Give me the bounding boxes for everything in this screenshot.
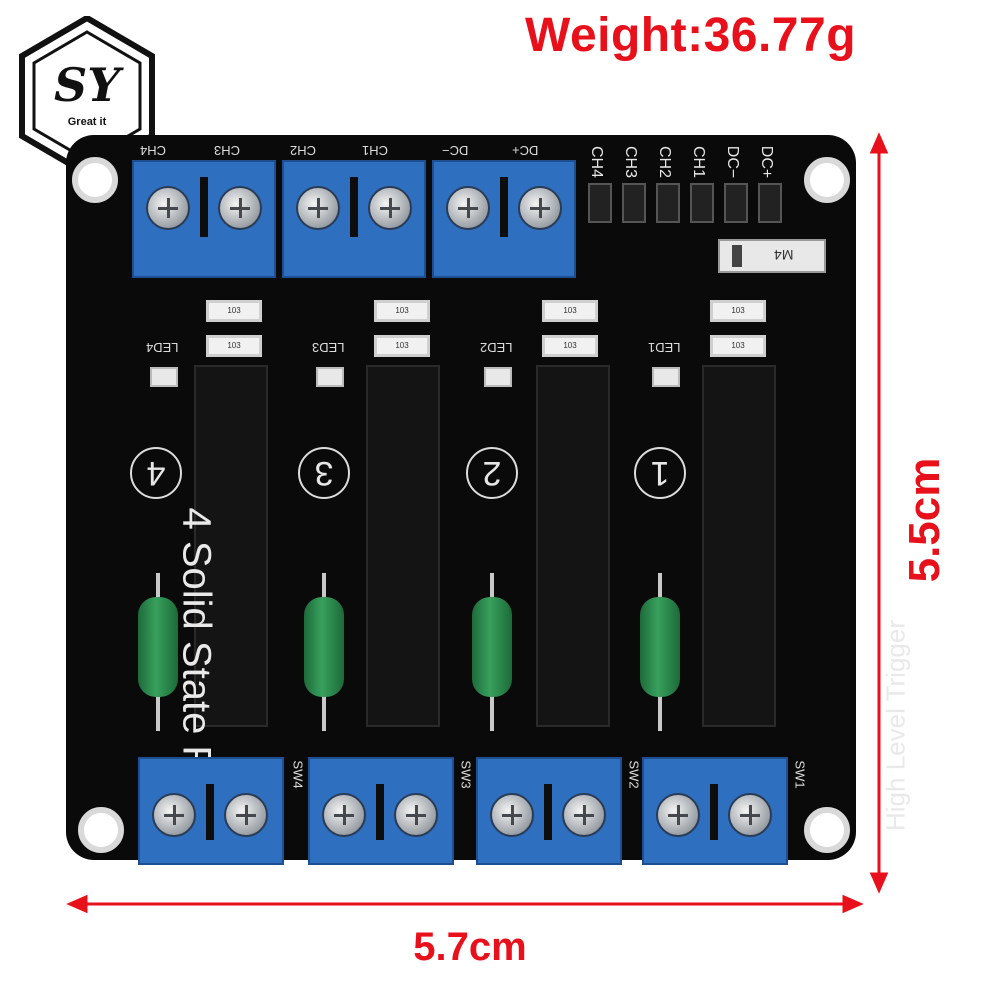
terminal-label: CH2 [290, 143, 317, 158]
terminal-block-top-2 [282, 160, 426, 278]
width-dimension-label: 5.7cm [413, 925, 527, 969]
screw-icon [394, 793, 438, 837]
screw-icon [152, 793, 196, 837]
led-indicator [652, 367, 680, 387]
terminal-label: CH1 [362, 143, 389, 158]
terminal-label: DC− [442, 143, 469, 158]
smd-resistor: 103 [710, 335, 766, 357]
terminal-divider [710, 784, 718, 840]
led-label: LED1 [648, 340, 681, 355]
screw-icon [518, 186, 562, 230]
channel-number: 4 [130, 447, 182, 499]
header-label: CH4 [588, 145, 606, 179]
resistor-green [472, 597, 512, 697]
switch-label: SW4 [290, 760, 306, 789]
header-pin [622, 183, 646, 223]
mounting-hole [804, 157, 850, 203]
solid-state-relay-4 [194, 365, 268, 727]
diode-band [732, 245, 742, 267]
header-label: DC− [724, 145, 742, 179]
header-pin [758, 183, 782, 223]
solid-state-relay-3 [366, 365, 440, 727]
terminal-block-bottom-1 [642, 757, 788, 865]
solid-state-relay-1 [702, 365, 776, 727]
diode: M4 [718, 239, 826, 273]
terminal-label: CH4 [140, 143, 167, 158]
terminal-block-bottom-4 [138, 757, 284, 865]
header-pin [724, 183, 748, 223]
screw-icon [656, 793, 700, 837]
mounting-hole [78, 807, 124, 853]
header-pin [656, 183, 680, 223]
screw-icon [490, 793, 534, 837]
smd-resistor: 103 [374, 335, 430, 357]
terminal-divider [376, 784, 384, 840]
screw-icon [224, 793, 268, 837]
terminal-block-bottom-2 [476, 757, 622, 865]
screw-icon [296, 186, 340, 230]
header-label: CH2 [656, 145, 674, 179]
terminal-block-top-3 [432, 160, 576, 278]
switch-label: SW1 [792, 760, 808, 789]
terminal-block-bottom-3 [308, 757, 454, 865]
led-indicator [150, 367, 178, 387]
header-label: CH3 [622, 145, 640, 179]
led-indicator [316, 367, 344, 387]
screw-icon [728, 793, 772, 837]
logo-text: SY [53, 58, 121, 112]
screw-icon [322, 793, 366, 837]
smd-resistor: 103 [542, 300, 598, 322]
diode-label: M4 [774, 247, 794, 263]
terminal-divider [544, 784, 552, 840]
height-dimension-label: 5.5cm [870, 440, 980, 600]
header-pin [690, 183, 714, 223]
smd-resistor: 103 [206, 335, 262, 357]
switch-label: SW3 [458, 760, 474, 789]
mounting-hole [804, 807, 850, 853]
header-label: CH1 [690, 145, 708, 179]
resistor-green [304, 597, 344, 697]
terminal-block-top-1 [132, 160, 276, 278]
terminal-divider [500, 177, 508, 237]
channel-number: 3 [298, 447, 350, 499]
switch-label: SW2 [626, 760, 642, 789]
led-indicator [484, 367, 512, 387]
header-label: DC+ [758, 145, 776, 179]
smd-resistor: 103 [206, 300, 262, 322]
relay-board: CH4 CH3 CH2 CH1 DC− DC+ CH4 CH3 CH2 CH1 … [66, 135, 911, 865]
channel-number: 2 [466, 447, 518, 499]
smd-resistor: 103 [710, 300, 766, 322]
trigger-label: High Level Trigger [880, 620, 911, 831]
screw-icon [146, 186, 190, 230]
header-pin [588, 183, 612, 223]
terminal-label: CH3 [214, 143, 241, 158]
led-label: LED4 [146, 340, 179, 355]
terminal-divider [200, 177, 208, 237]
resistor-green [138, 597, 178, 697]
screw-icon [218, 186, 262, 230]
height-dimension-text: 5.5cm [900, 457, 949, 583]
smd-resistor: 103 [374, 300, 430, 322]
channel-number: 1 [634, 447, 686, 499]
screw-icon [368, 186, 412, 230]
solid-state-relay-2 [536, 365, 610, 727]
smd-resistor: 103 [542, 335, 598, 357]
terminal-label: DC+ [512, 143, 539, 158]
logo-subtext: Great it [67, 116, 107, 128]
screw-icon [562, 793, 606, 837]
screw-icon [446, 186, 490, 230]
led-label: LED2 [480, 340, 513, 355]
terminal-divider [206, 784, 214, 840]
mounting-hole [72, 157, 118, 203]
led-label: LED3 [312, 340, 345, 355]
terminal-divider [350, 177, 358, 237]
weight-label: Weight:36.77g [525, 9, 857, 62]
resistor-green [640, 597, 680, 697]
